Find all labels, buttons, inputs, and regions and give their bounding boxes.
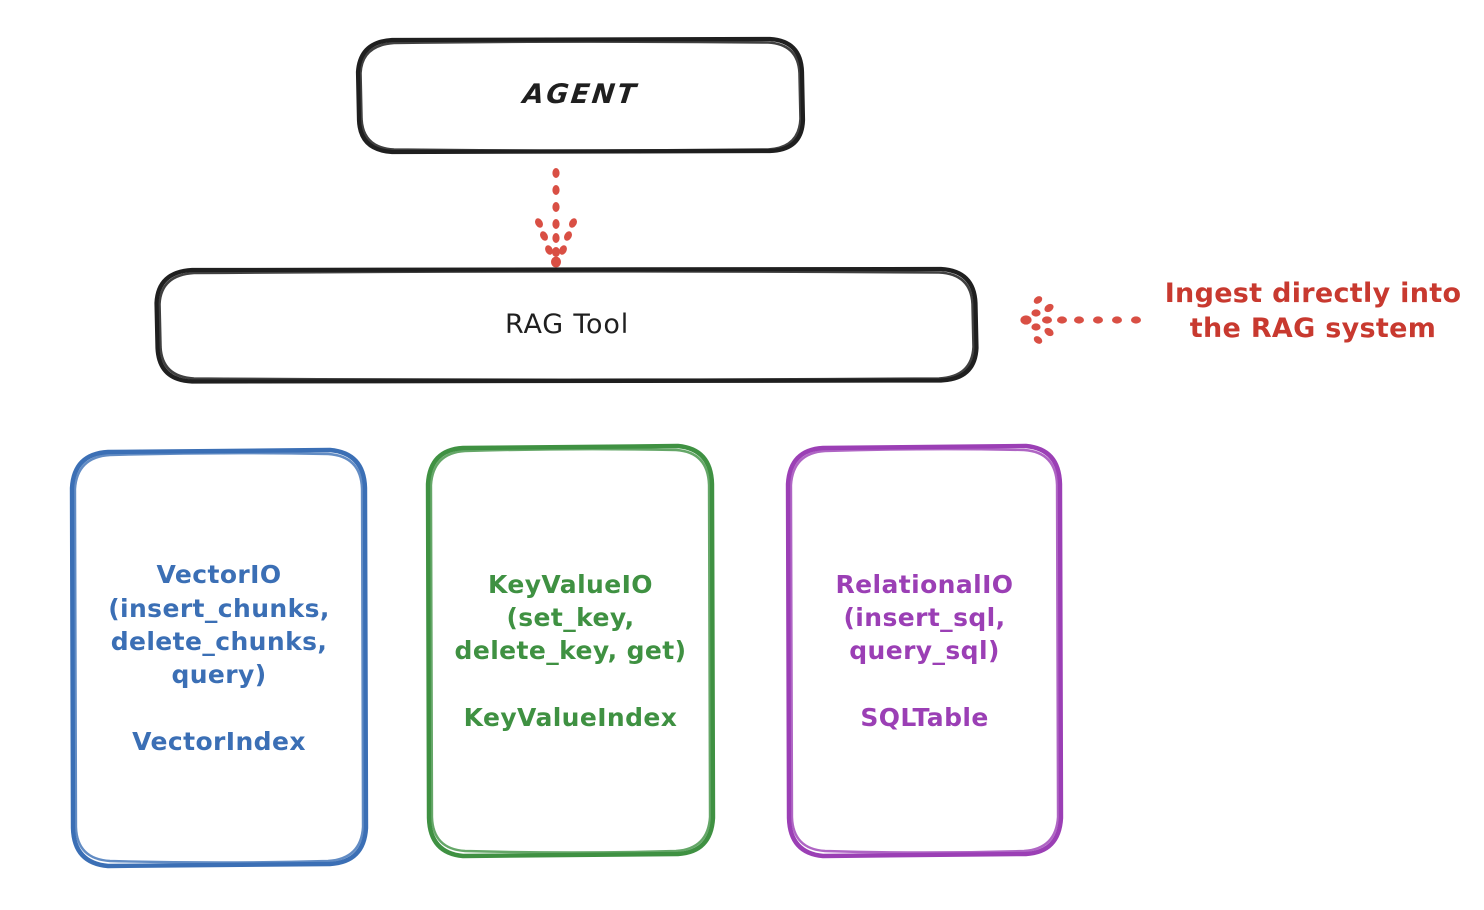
node-relational-io-label: RelationalIO (insert_sql, query_sql) SQL… — [835, 569, 1014, 732]
node-key-value-io[interactable]: KeyValueIO (set_key, delete_key, get) Ke… — [428, 446, 713, 856]
annotation-ingest-note: Ingest directly into the RAG system — [1164, 278, 1462, 345]
node-rag-tool-label: RAG Tool — [504, 309, 629, 341]
node-agent[interactable]: AGENT — [358, 38, 804, 152]
node-vector-io[interactable]: VectorIO (insert_chunks, delete_chunks, … — [72, 450, 366, 866]
node-rag-tool[interactable]: RAG Tool — [157, 268, 977, 382]
node-agent-label: AGENT — [521, 79, 641, 111]
ingest-arrow-connector — [1020, 296, 1141, 344]
node-relational-io[interactable]: RelationalIO (insert_sql, query_sql) SQL… — [788, 446, 1061, 856]
node-vector-io-label: VectorIO (insert_chunks, delete_chunks, … — [108, 560, 330, 756]
agent-to-rag-tool-connector — [535, 168, 577, 268]
node-key-value-io-label: KeyValueIO (set_key, delete_key, get) Ke… — [454, 569, 687, 732]
